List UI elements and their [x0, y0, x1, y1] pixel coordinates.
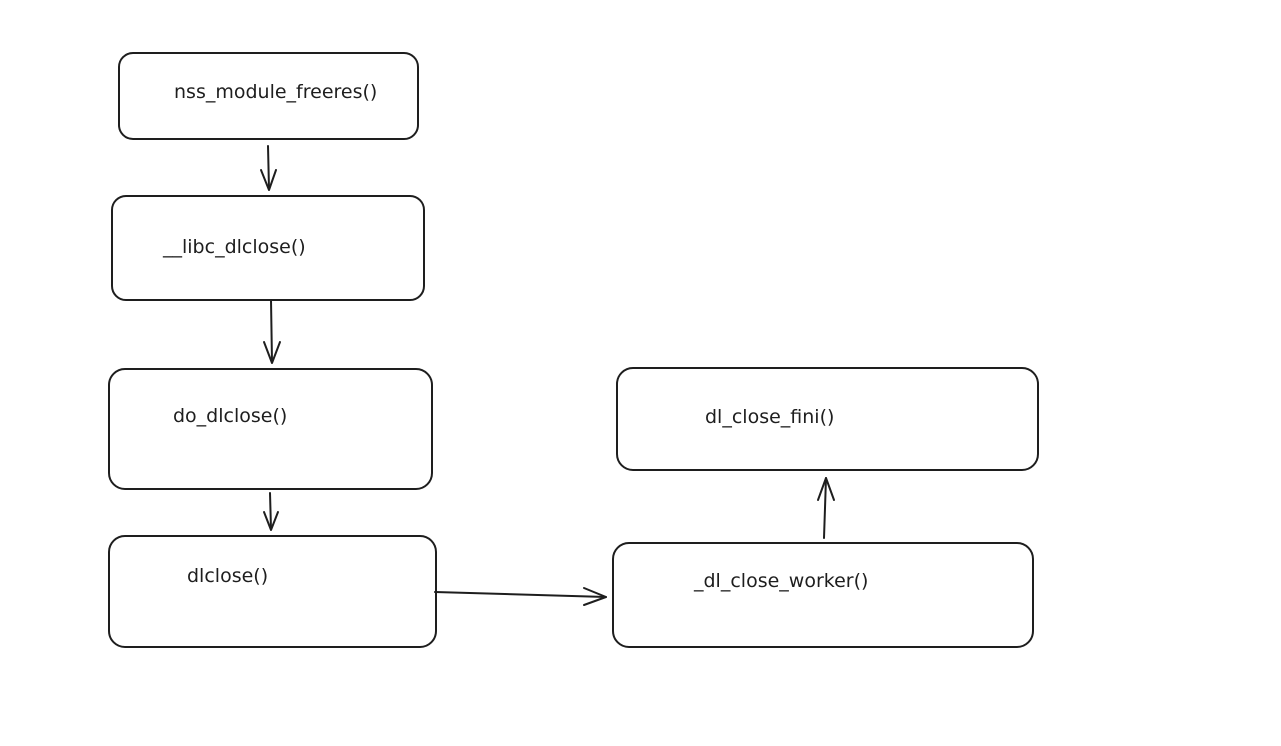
node-label: dl_close_fini() [705, 406, 834, 428]
node-label: do_dlclose() [173, 405, 287, 427]
arrowhead [817, 477, 835, 501]
node-libc-dlclose: __libc_dlclose() [111, 195, 425, 301]
node-box [118, 52, 419, 140]
arrowhead [583, 587, 607, 606]
edge-line [269, 492, 272, 530]
node-dl-close-fini: dl_close_fini() [616, 367, 1039, 471]
node-dlclose: dlclose() [108, 535, 437, 648]
edge-dlclose-to-worker [434, 587, 607, 606]
arrowhead [260, 169, 277, 191]
edge-line [823, 477, 827, 539]
node-box [108, 535, 437, 648]
arrowhead [263, 511, 279, 531]
edge-line [267, 145, 270, 190]
edge-line [434, 591, 607, 598]
node-label: __libc_dlclose() [162, 236, 306, 258]
node-do-dlclose: do_dlclose() [108, 368, 433, 490]
edge-libc-to-do [263, 299, 281, 364]
node-label: nss_module_freeres() [174, 81, 377, 103]
node-dl-close-worker: _dl_close_worker() [612, 542, 1034, 648]
node-box [612, 542, 1034, 648]
edge-do-to-dlclose [263, 492, 279, 531]
node-label: dlclose() [187, 565, 268, 587]
edge-nss-to-libc [260, 145, 277, 191]
node-box [108, 368, 433, 490]
node-label: _dl_close_worker() [693, 570, 868, 592]
edge-line [270, 299, 273, 363]
node-box [616, 367, 1039, 471]
node-nss-module-freeres: nss_module_freeres() [118, 52, 419, 140]
node-box [111, 195, 425, 301]
edge-worker-to-fini [817, 477, 835, 539]
arrowhead [263, 341, 281, 364]
